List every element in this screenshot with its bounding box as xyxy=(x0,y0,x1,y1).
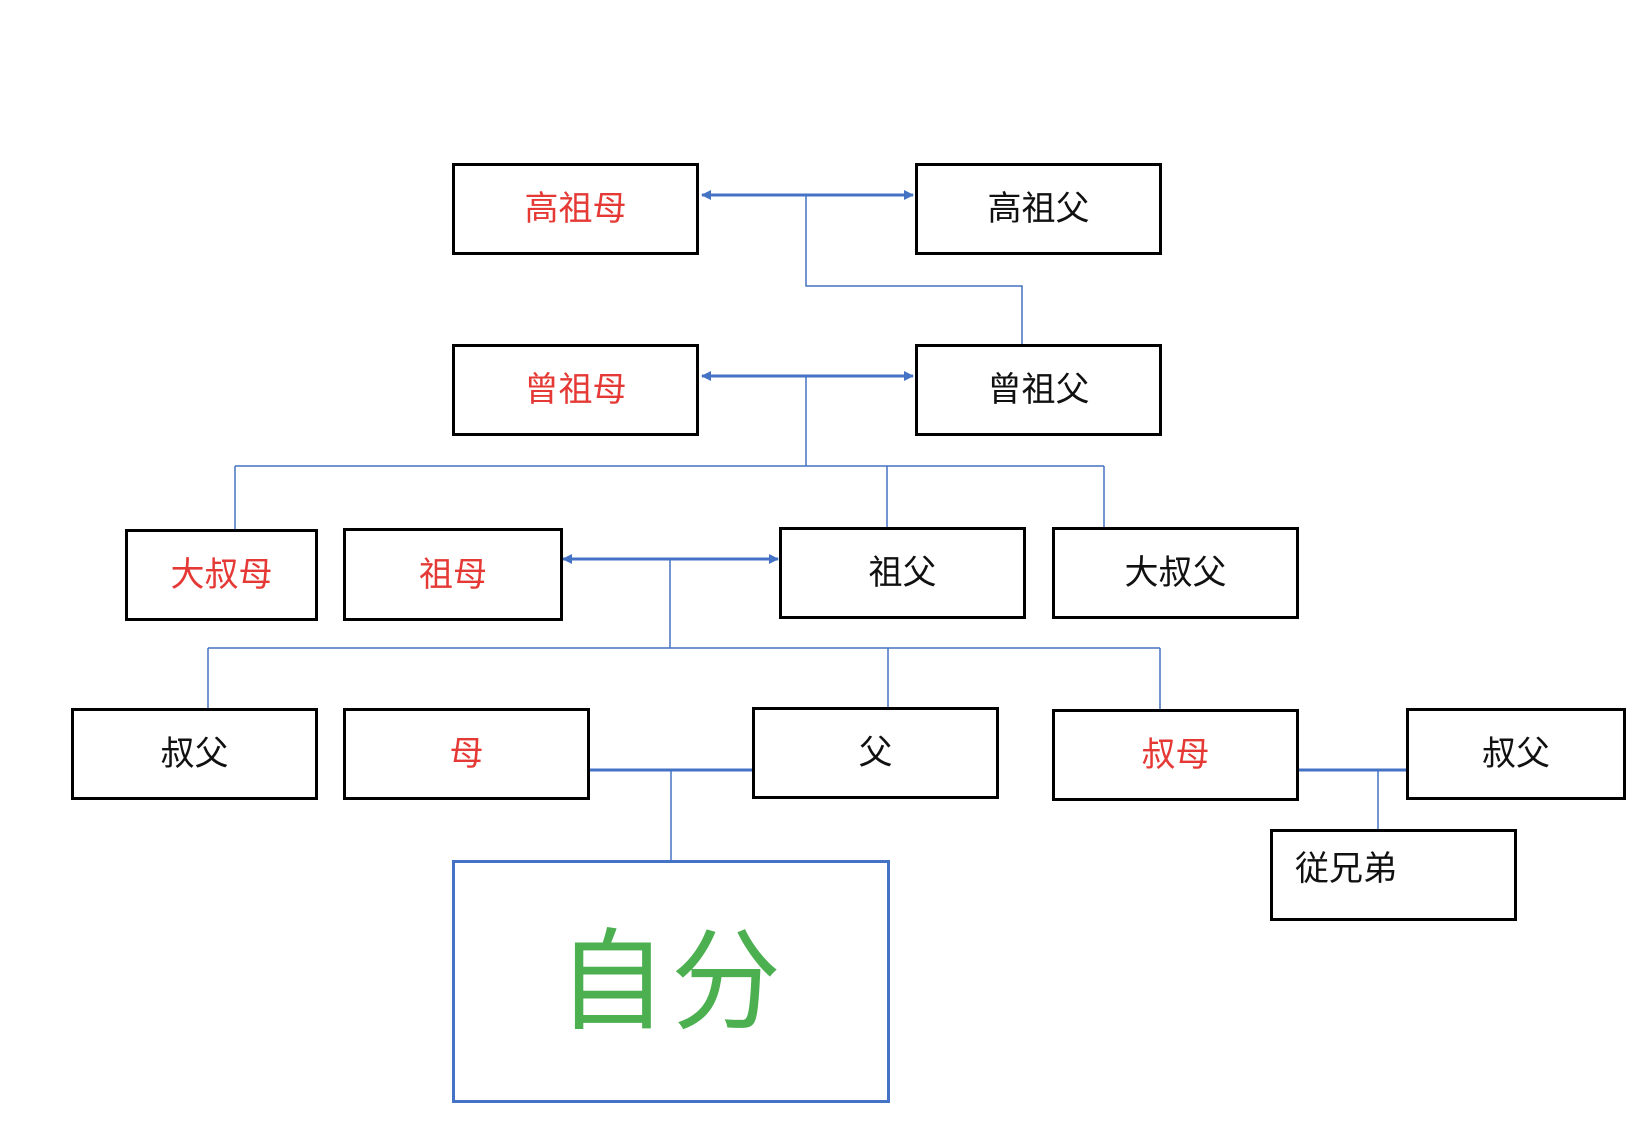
node-label: 叔父 xyxy=(1482,734,1550,774)
node-label: 自分 xyxy=(557,917,785,1046)
node-granduncle-wife: 大叔母 xyxy=(125,529,318,621)
node-self: 自分 xyxy=(452,860,890,1103)
node-label: 祖母 xyxy=(419,554,487,595)
node-great-grandfather: 曾祖父 xyxy=(915,344,1162,436)
node-cousin: 従兄弟 xyxy=(1270,829,1517,921)
node-uncle-left: 叔父 xyxy=(71,708,318,800)
node-father: 父 xyxy=(752,707,999,799)
node-great-great-grandfather: 高祖父 xyxy=(915,163,1162,255)
node-grandfather: 祖父 xyxy=(779,527,1026,619)
node-label: 高祖父 xyxy=(987,189,1090,229)
node-label: 従兄弟 xyxy=(1295,849,1397,889)
descent-line-great-great-to-great xyxy=(805,195,1023,346)
node-grandmother: 祖母 xyxy=(343,528,563,621)
node-label: 曾祖父 xyxy=(987,370,1090,410)
node-great-great-grandmother: 高祖母 xyxy=(452,163,699,255)
node-label: 叔母 xyxy=(1141,735,1210,775)
node-label: 高祖母 xyxy=(524,189,627,229)
node-label: 母 xyxy=(449,734,484,774)
node-label: 祖父 xyxy=(868,553,937,593)
node-mother: 母 xyxy=(343,708,590,800)
node-label: 叔父 xyxy=(160,734,229,774)
node-label: 曾祖母 xyxy=(524,370,627,410)
node-granduncle: 大叔父 xyxy=(1052,527,1299,619)
node-label: 大叔父 xyxy=(1124,553,1227,593)
node-uncle-right: 叔父 xyxy=(1406,708,1626,800)
node-label: 大叔母 xyxy=(170,555,273,595)
node-label: 父 xyxy=(858,733,893,773)
node-aunt: 叔母 xyxy=(1052,709,1299,801)
node-great-grandmother: 曾祖母 xyxy=(452,344,699,436)
